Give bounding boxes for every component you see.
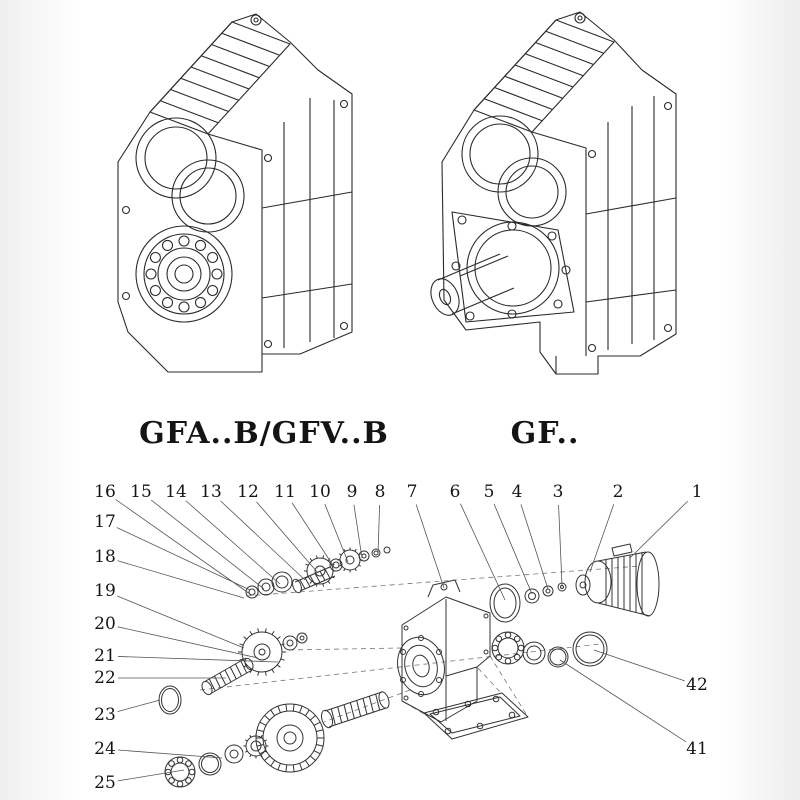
callout-number: 23	[94, 705, 116, 725]
leader-line	[117, 699, 161, 712]
callout-1: 1	[629, 482, 703, 559]
gearbox-right-drawing	[430, 11, 677, 375]
callout-number: 20	[94, 614, 116, 634]
callout-6: 6	[450, 482, 506, 601]
leader-line	[324, 503, 349, 563]
callout-number: 1	[692, 482, 703, 502]
callout-number: 8	[375, 482, 386, 502]
callout-11: 11	[274, 482, 335, 568]
callout-number: 25	[94, 773, 116, 793]
callout-18: 18	[94, 547, 245, 599]
callout-42: 42	[593, 649, 708, 695]
leader-line	[291, 502, 335, 568]
caption-gf: GF..	[510, 416, 580, 451]
leader-line	[353, 504, 363, 559]
leader-line	[117, 560, 245, 599]
callout-20: 20	[94, 614, 259, 659]
leader-line	[220, 500, 306, 581]
leader-line	[116, 527, 251, 591]
callout-23: 23	[94, 699, 161, 725]
callout-number: 6	[450, 482, 461, 502]
exploded-diagram	[158, 543, 660, 788]
callout-12: 12	[237, 482, 319, 574]
callout-19: 19	[94, 581, 245, 649]
callout-number: 10	[309, 482, 331, 502]
motor-part	[575, 543, 660, 617]
callout-number: 11	[274, 482, 296, 502]
leader-line	[117, 749, 223, 759]
callout-number: 17	[94, 512, 116, 532]
callout-number: 41	[686, 739, 708, 759]
leader-line	[150, 499, 265, 590]
leader-line	[115, 499, 251, 595]
callout-15: 15	[130, 482, 265, 590]
callout-number: 5	[484, 482, 495, 502]
callout-number: 24	[94, 739, 116, 759]
callout-3: 3	[553, 482, 564, 586]
leader-line	[520, 504, 549, 590]
callout-number: 3	[553, 482, 564, 502]
caption-gfab-gfvb: GFA..B/GFV..B	[139, 416, 389, 451]
leader-line	[593, 649, 685, 682]
leader-line	[117, 769, 185, 782]
callout-number: 14	[165, 482, 187, 502]
leader-line	[460, 503, 506, 601]
callout-number: 13	[200, 482, 222, 502]
callout-21: 21	[94, 646, 279, 666]
callout-number: 2	[613, 482, 624, 502]
leader-line	[589, 504, 615, 573]
leader-line	[558, 504, 563, 586]
callout-number: 15	[130, 482, 152, 502]
gearbox-left-drawing	[117, 13, 353, 373]
callout-number: 9	[347, 482, 358, 502]
leader-line	[629, 500, 689, 559]
leader-line	[256, 501, 319, 574]
callout-24: 24	[94, 739, 223, 759]
callout-number: 21	[94, 646, 116, 666]
callout-number: 12	[237, 482, 259, 502]
callout-41: 41	[559, 659, 708, 759]
callout-10: 10	[309, 482, 349, 563]
leader-line	[559, 659, 687, 743]
callout-9: 9	[347, 482, 363, 559]
leader-line	[185, 500, 281, 585]
callout-13: 13	[200, 482, 306, 581]
callout-number: 16	[94, 482, 116, 502]
callout-8: 8	[375, 482, 386, 556]
callout-7: 7	[407, 482, 445, 589]
callout-number: 18	[94, 547, 116, 567]
leader-line	[117, 626, 259, 659]
callout-2: 2	[589, 482, 624, 573]
callout-5: 5	[484, 482, 533, 595]
callout-22: 22	[94, 668, 226, 688]
leader-line	[493, 503, 533, 595]
leader-line	[117, 656, 279, 663]
callout-number: 19	[94, 581, 116, 601]
callout-number: 7	[407, 482, 418, 502]
callout-4: 4	[512, 482, 549, 590]
callout-number: 22	[94, 668, 116, 688]
leader-line	[415, 504, 445, 589]
callout-14: 14	[165, 482, 281, 585]
callout-number: 42	[686, 675, 708, 695]
callout-number: 4	[512, 482, 523, 502]
callout-17: 17	[94, 512, 251, 591]
callout-25: 25	[94, 769, 185, 793]
callout-16: 16	[94, 482, 251, 595]
leader-line	[116, 595, 245, 649]
leader-line	[377, 504, 380, 556]
